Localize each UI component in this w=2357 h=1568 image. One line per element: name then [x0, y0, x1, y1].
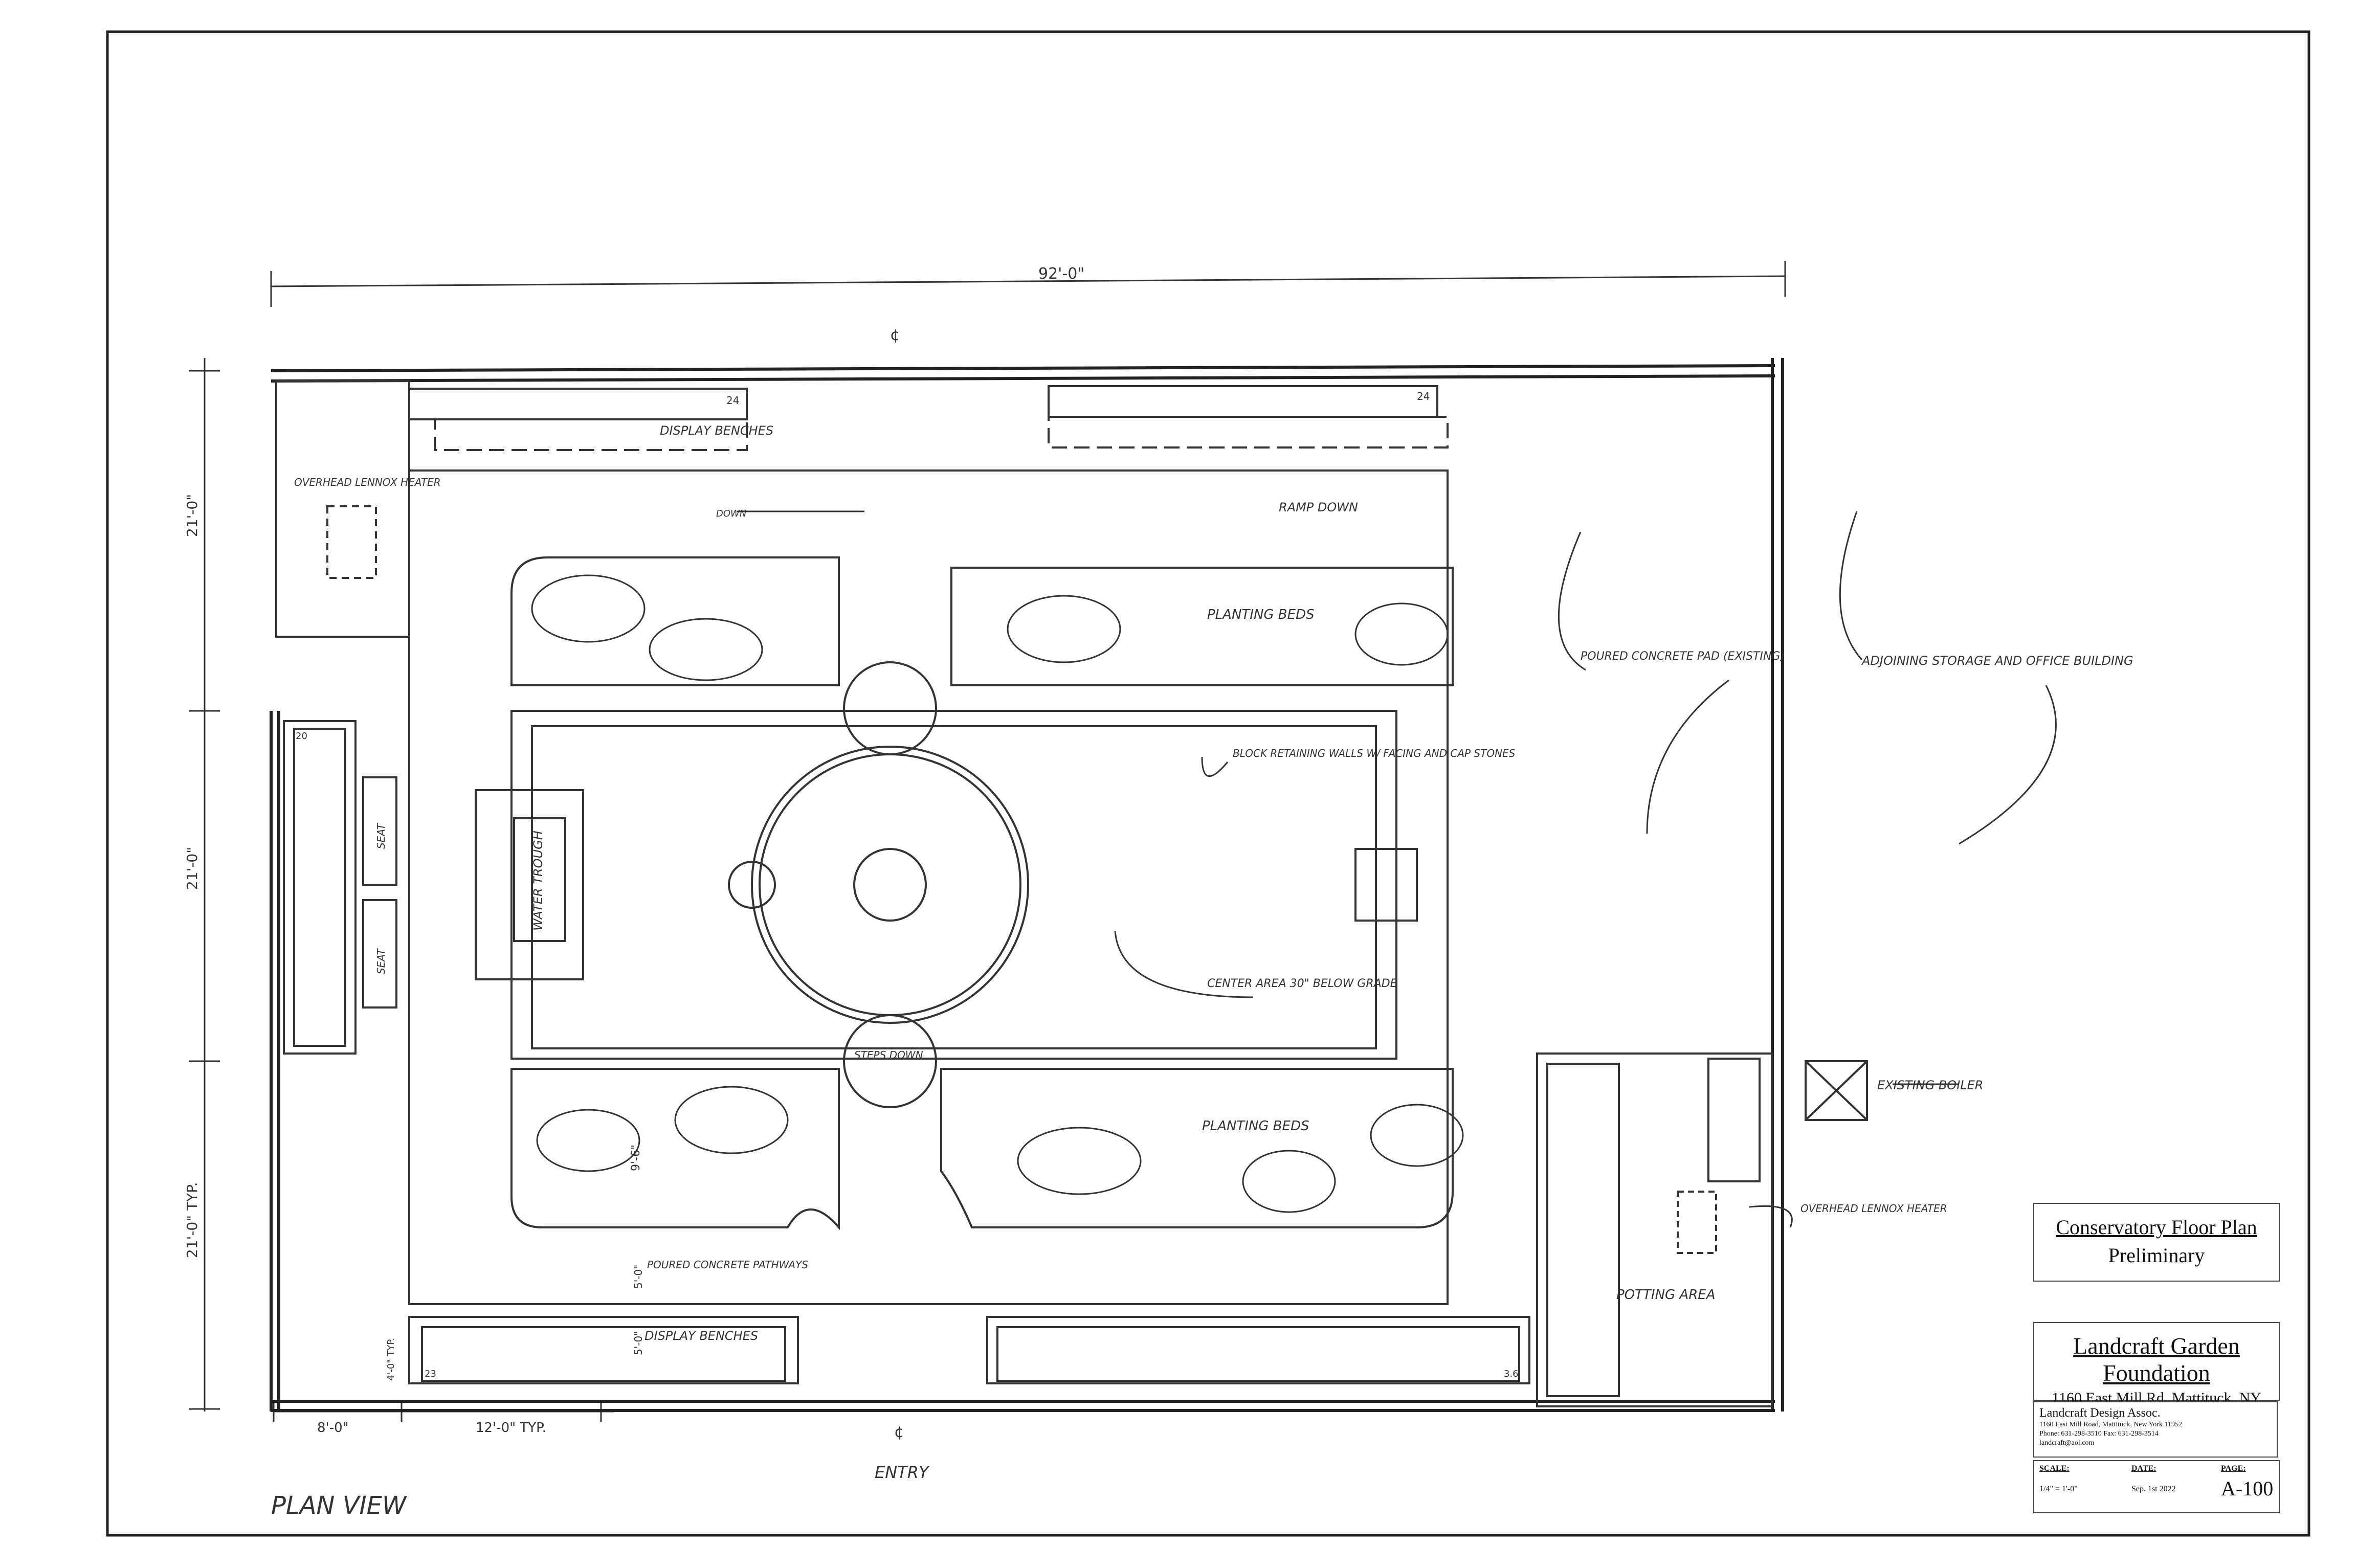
overall-dim-label: 92'-0" — [1038, 265, 1084, 283]
drawing-subtitle: Preliminary — [2108, 1244, 2205, 1267]
date-value: Sep. 1st 2022 — [2131, 1485, 2176, 1493]
planting-beds-top-label: PLANTING BEDS — [1207, 607, 1315, 622]
title-box: Conservatory Floor Plan Preliminary — [2033, 1203, 2280, 1282]
seat-2-label: SEAT — [375, 948, 387, 974]
firm-phone: Phone: 631-298-3510 Fax: 631-298-3514 — [2039, 1430, 2159, 1438]
poured-concrete-pathways-label: POURED CONCRETE PATHWAYS — [647, 1259, 808, 1271]
firm-email: landcraft@aol.com — [2039, 1439, 2095, 1447]
block-retaining-walls-label: BLOCK RETAINING WALLS W/ FACING AND CAP … — [1233, 747, 1516, 759]
center-line-top: ¢ — [890, 326, 900, 344]
poured-concrete-pad-label: POURED CONCRETE PAD (EXISTING) — [1581, 650, 1785, 663]
bench-num-20: 20 — [296, 731, 307, 742]
display-benches-bottom — [408, 1316, 1530, 1384]
seat-1-label: SEAT — [375, 822, 387, 849]
down-label: DOWN — [716, 508, 746, 519]
steps-down-label: STEPS DOWN — [854, 1049, 923, 1061]
left-benches — [283, 720, 397, 1055]
ramp-down-label: RAMP DOWN — [1279, 500, 1358, 514]
date-label: DATE: — [2131, 1464, 2156, 1473]
display-benches-top — [408, 385, 1449, 451]
firm-address: 1160 East Mill Road, Mattituck, New York… — [2039, 1421, 2182, 1428]
center-line-bottom: ¢ — [894, 1423, 904, 1441]
existing-boiler-label: EXISTING BOILER — [1877, 1078, 1983, 1092]
sheet-border — [106, 30, 2310, 1537]
bench-num-23: 23 — [425, 1369, 436, 1379]
dim-21-top: 21'-0" — [184, 494, 201, 537]
bench-num-24-a: 24 — [726, 394, 739, 407]
dim-12-0: 12'-0" TYP. — [476, 1420, 546, 1436]
date-cell: DATE: Sep. 1st 2022 — [2131, 1461, 2208, 1512]
display-benches-top-label: DISPLAY BENCHES — [660, 423, 773, 438]
page-cell: PAGE: A-100 — [2221, 1461, 2277, 1512]
display-benches-bottom-label: DISPLAY BENCHES — [644, 1329, 758, 1343]
entry-label: ENTRY — [875, 1463, 930, 1482]
dim-21-mid: 21'-0" — [184, 847, 201, 890]
leader-arrows — [737, 510, 2057, 1228]
adjoining-storage-label: ADJOINING STORAGE AND OFFICE BUILDING — [1861, 654, 2133, 668]
dim-21-bot: 21'-0" TYP. — [184, 1182, 201, 1258]
plan-view-label: PLAN VIEW — [271, 1491, 407, 1520]
client-name: Landcraft Garden Foundation — [2073, 1333, 2240, 1386]
center-circle — [728, 661, 1029, 1108]
water-trough-label: WATER TROUGH — [531, 831, 545, 931]
potting-area-label: POTTING AREA — [1616, 1287, 1716, 1303]
scale-cell: SCALE: 1/4" = 1'-0" — [2039, 1461, 2116, 1512]
garden-outline — [408, 469, 1454, 1305]
overhead-heater-left-label: OVERHEAD LENNOX HEATER — [294, 476, 441, 488]
dim-5-0-a: 5'-0" — [632, 1265, 644, 1289]
dim-8-0: 8'-0" — [317, 1420, 349, 1436]
bench-num-36: 3.6 — [1504, 1369, 1519, 1379]
left-dimension-chain — [189, 358, 220, 1412]
scale-value: 1/4" = 1'-0" — [2039, 1485, 2078, 1493]
heater-room — [275, 380, 410, 638]
meta-box: SCALE: 1/4" = 1'-0" DATE: Sep. 1st 2022 … — [2033, 1460, 2280, 1513]
firm-name: Landcraft Design Assoc. — [2039, 1406, 2161, 1420]
overall-dimension — [270, 261, 1786, 307]
right-rooms — [1536, 1052, 1868, 1407]
client-box: Landcraft Garden Foundation 1160 East Mi… — [2033, 1322, 2280, 1424]
firm-box: Landcraft Design Assoc. 1160 East Mill R… — [2033, 1401, 2278, 1458]
page-value: A-100 — [2221, 1477, 2274, 1500]
dim-5-0-b: 5'-0" — [632, 1331, 644, 1355]
page-label: PAGE: — [2221, 1464, 2246, 1473]
planting-shrubs — [531, 574, 1464, 1213]
building-walls — [270, 358, 1784, 1412]
planting-beds-bottom-label: PLANTING BEDS — [1202, 1118, 1309, 1134]
water-trough — [475, 789, 1418, 980]
dim-4-0: 4'-0" TYP. — [386, 1338, 396, 1381]
drawing-title: Conservatory Floor Plan — [2056, 1216, 2257, 1239]
overhead-heater-right-label: OVERHEAD LENNOX HEATER — [1800, 1202, 1947, 1215]
center-area-label: CENTER AREA 30" BELOW GRADE — [1207, 977, 1397, 990]
bench-num-24-b: 24 — [1417, 390, 1430, 402]
scale-label: SCALE: — [2039, 1464, 2070, 1473]
dim-9-6: 9'-6" — [630, 1145, 642, 1171]
